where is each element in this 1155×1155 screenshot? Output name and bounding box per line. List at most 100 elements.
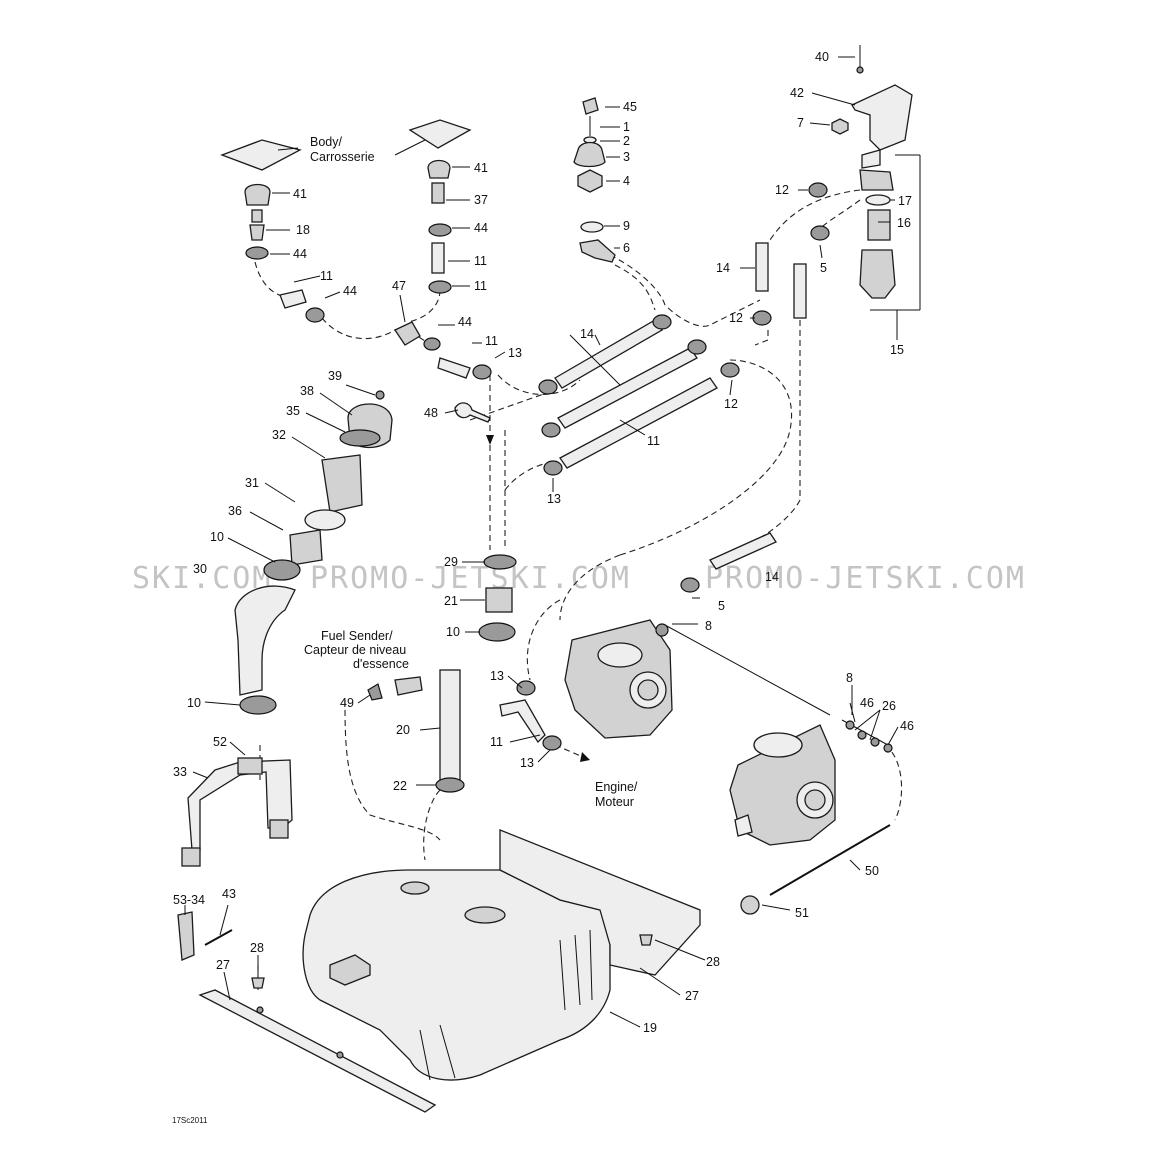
callout-10b: 10	[446, 625, 460, 639]
callout-12c: 12	[724, 397, 738, 411]
callout-46b: 46	[900, 719, 914, 733]
note-fuel-sender-line2: Capteur de niveau	[304, 643, 406, 657]
callout-52: 52	[213, 735, 227, 749]
callout-53-34: 53-34	[173, 893, 205, 907]
callout-26: 26	[882, 699, 896, 713]
check-valve-parts	[579, 221, 616, 263]
callout-30: 30	[193, 562, 207, 576]
callout-5b: 5	[718, 599, 725, 613]
callout-14c: 14	[765, 570, 779, 584]
callout-1: 1	[623, 120, 630, 134]
filter-bracket-assembly	[831, 45, 913, 299]
callout-36: 36	[228, 504, 242, 518]
throttle-cable	[664, 624, 893, 753]
callout-10c: 10	[187, 696, 201, 710]
callout-38: 38	[300, 384, 314, 398]
callout-12b: 12	[729, 311, 743, 325]
callout-10a: 10	[210, 530, 224, 544]
diagram-notes: Body/ Carrosserie Fuel Sender/ Capteur d…	[172, 135, 638, 1125]
callout-11b: 11	[474, 254, 487, 268]
watermark: SKI.COM PROMO-JETSKI.COM PROMO-JETSKI.CO…	[132, 561, 1026, 596]
watermark-right: PROMO-JETSKI.COM	[705, 561, 1026, 596]
callout-14b: 14	[580, 327, 594, 341]
callout-11d: 11	[485, 334, 498, 348]
watermark-center: PROMO-JETSKI.COM	[310, 561, 631, 596]
callout-37: 37	[474, 193, 488, 207]
callout-49: 49	[340, 696, 354, 710]
callout-44c: 44	[343, 284, 357, 298]
callout-44a: 44	[293, 247, 307, 261]
callout-29: 29	[444, 555, 458, 569]
callout-15: 15	[890, 343, 904, 357]
callout-18: 18	[296, 223, 310, 237]
note-engine-line2: Moteur	[595, 795, 634, 809]
callout-47: 47	[392, 279, 406, 293]
callout-13d: 13	[520, 756, 534, 770]
callout-4: 4	[623, 174, 630, 188]
callout-labels: 40 42 7 45 1 2 3 4 41 41 18 37 44 44 11 …	[173, 50, 914, 1035]
callout-11c: 11	[474, 279, 487, 293]
right-tubes	[680, 182, 830, 593]
callout-20: 20	[396, 723, 410, 737]
hose-routing-lines	[254, 189, 903, 990]
callout-22: 22	[393, 779, 407, 793]
callout-13b: 13	[547, 492, 561, 506]
callout-43: 43	[222, 887, 236, 901]
callout-41b: 41	[474, 161, 488, 175]
callout-41a: 41	[293, 187, 307, 201]
callout-27a: 27	[216, 958, 230, 972]
callout-51: 51	[795, 906, 809, 920]
callout-32: 32	[272, 428, 286, 442]
callout-12a: 12	[775, 183, 789, 197]
callout-14a: 14	[716, 261, 730, 275]
callout-28b: 28	[706, 955, 720, 969]
callout-11a: 11	[320, 269, 333, 283]
fuel-sender	[367, 669, 465, 793]
note-body-line2: Carrosserie	[310, 150, 375, 164]
callout-5a: 5	[820, 261, 827, 275]
callout-44d: 44	[458, 315, 472, 329]
callout-35: 35	[286, 404, 300, 418]
callout-31: 31	[245, 476, 259, 490]
choke-cable	[740, 824, 891, 915]
callout-13c: 13	[490, 669, 504, 683]
figure-code: 17Sc2011	[172, 1116, 208, 1125]
fuel-tank	[302, 829, 701, 1081]
tank-strap	[181, 757, 293, 867]
note-body-line1: Body/	[310, 135, 342, 149]
center-hoses	[538, 314, 740, 476]
callout-33: 33	[173, 765, 187, 779]
vent-valve-stack	[573, 97, 606, 193]
callout-19: 19	[643, 1021, 657, 1035]
note-fuel-sender-line3: d'essence	[353, 657, 409, 671]
callout-13a: 13	[508, 346, 522, 360]
throttle-body-left	[499, 619, 673, 751]
callout-42: 42	[790, 86, 804, 100]
callout-27b: 27	[685, 989, 699, 1003]
callout-50: 50	[865, 864, 879, 878]
callout-3: 3	[623, 150, 630, 164]
center-fittings	[478, 554, 517, 642]
left-vent-group	[220, 139, 325, 323]
callout-17: 17	[898, 194, 912, 208]
callout-leaders	[184, 56, 921, 1028]
callout-8b: 8	[846, 671, 853, 685]
callout-46a: 46	[860, 696, 874, 710]
throttle-body-right	[729, 724, 836, 846]
callout-16: 16	[897, 216, 911, 230]
callout-21: 21	[444, 594, 458, 608]
callout-11f: 11	[490, 735, 503, 749]
tee-fitting-group	[394, 321, 492, 380]
watermark-left: SKI.COM	[132, 561, 272, 596]
callout-45: 45	[623, 100, 637, 114]
hose-clip	[454, 402, 491, 423]
callout-8a: 8	[705, 619, 712, 633]
mounting-rail	[177, 911, 653, 1113]
callout-9: 9	[623, 219, 630, 233]
arrowheads	[486, 435, 590, 762]
callout-39: 39	[328, 369, 342, 383]
callout-48: 48	[424, 406, 438, 420]
note-fuel-sender-line1: Fuel Sender/	[321, 629, 393, 643]
callout-28a: 28	[250, 941, 264, 955]
